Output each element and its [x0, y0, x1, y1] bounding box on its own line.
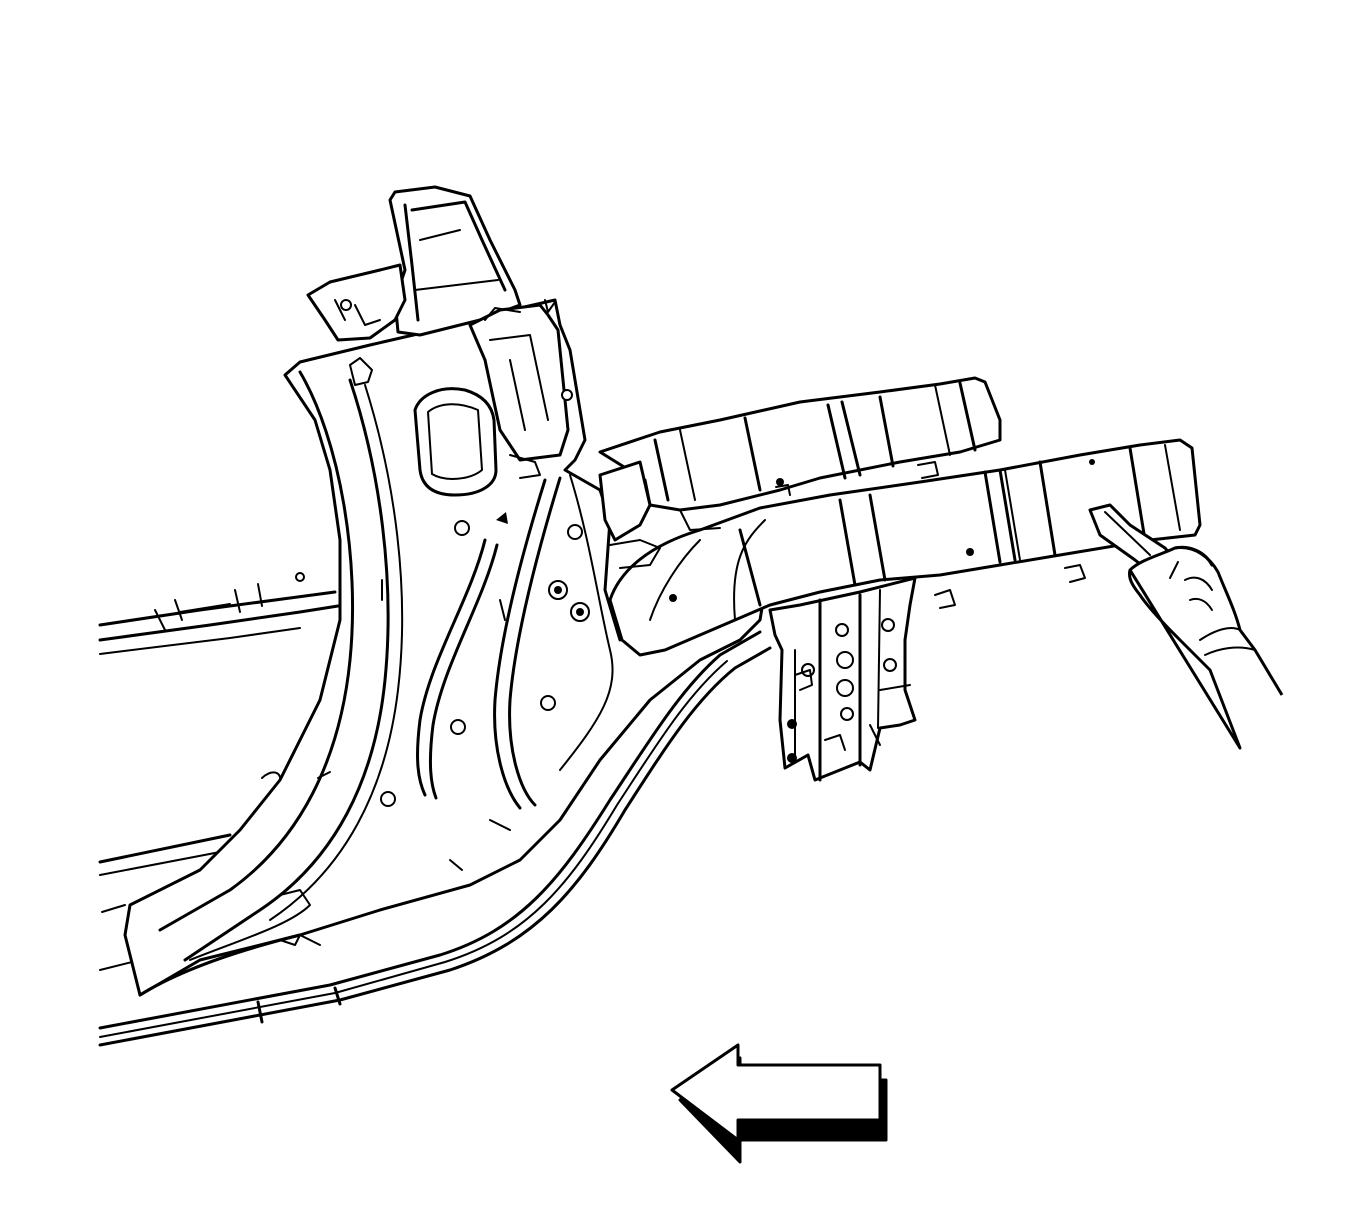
- rail-mount-bracket: [768, 576, 917, 782]
- direction-arrow-left: [670, 1043, 888, 1164]
- upper-pillar-bracket: [306, 185, 573, 479]
- technician-hand: [1088, 503, 1284, 750]
- rocker-panel: [98, 630, 772, 1047]
- upper-rear-rail: [598, 376, 1002, 512]
- inner-floor-rail: [98, 572, 340, 876]
- lower-rear-rail: [598, 438, 1202, 657]
- quarter-inner-panel: [123, 298, 782, 997]
